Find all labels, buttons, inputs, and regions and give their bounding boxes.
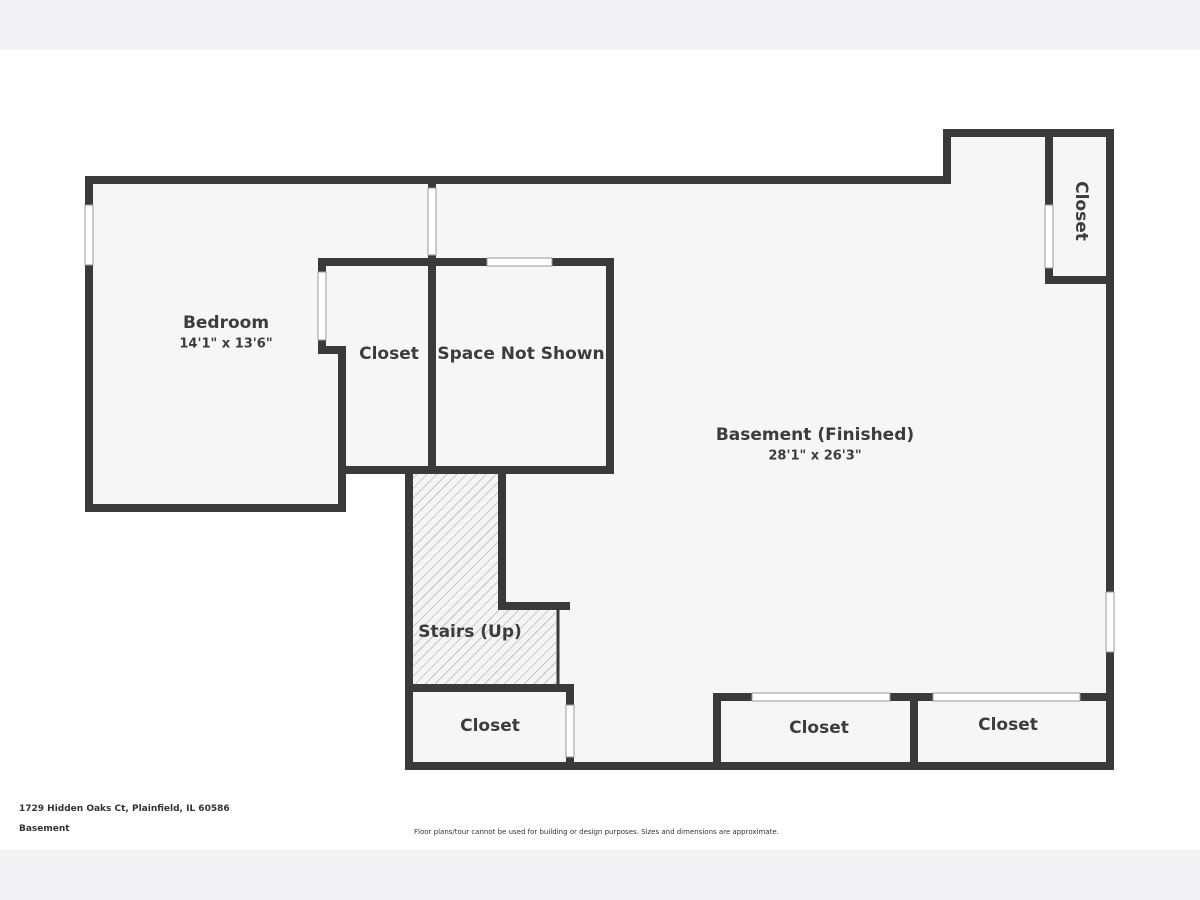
window-basement-right [1105, 591, 1115, 653]
room-dims-basement: 28'1" x 26'3" [768, 448, 862, 464]
room-label-bedroom: Bedroom [182, 313, 270, 333]
door-bedroom [427, 187, 437, 256]
top-band [0, 0, 1200, 50]
window-bedroom-left [84, 204, 94, 266]
window-space-not-shown [486, 257, 553, 267]
room-label-closet-bedroom: Closet [359, 344, 419, 364]
door-closet-top-right [1044, 204, 1054, 269]
room-dims-bedroom: 14'1" x 13'6" [179, 336, 273, 352]
door-closet-bottom-right [932, 692, 1081, 702]
stairs-hatch [413, 474, 556, 684]
footer-disclaimer: Floor plans/tour cannot be used for buil… [414, 828, 779, 836]
door-bedroom-closet [317, 271, 327, 341]
room-label-closet-bottom-right: Closet [978, 715, 1038, 735]
wall-stairs [498, 466, 570, 610]
footer-floor: Basement [19, 824, 70, 834]
room-label-stairs: Stairs (Up) [418, 622, 522, 642]
door-closet-bottom-mid [751, 692, 891, 702]
door-closet-stairs [565, 704, 575, 758]
room-label-closet-bottom-mid: Closet [789, 718, 849, 738]
room-label-closet-stairs: Closet [460, 716, 520, 736]
floor-area [89, 133, 1110, 766]
wall-closet-top-right [1045, 129, 1114, 284]
room-label-closet-top-right: Closet [1071, 181, 1091, 241]
room-label-space-not-shown: Space Not Shown [437, 344, 605, 364]
footer-address: 1729 Hidden Oaks Ct, Plainfield, IL 6058… [19, 804, 230, 814]
bottom-band [0, 850, 1200, 900]
exterior-wall [85, 129, 1114, 770]
room-label-basement: Basement (Finished) [715, 425, 915, 445]
